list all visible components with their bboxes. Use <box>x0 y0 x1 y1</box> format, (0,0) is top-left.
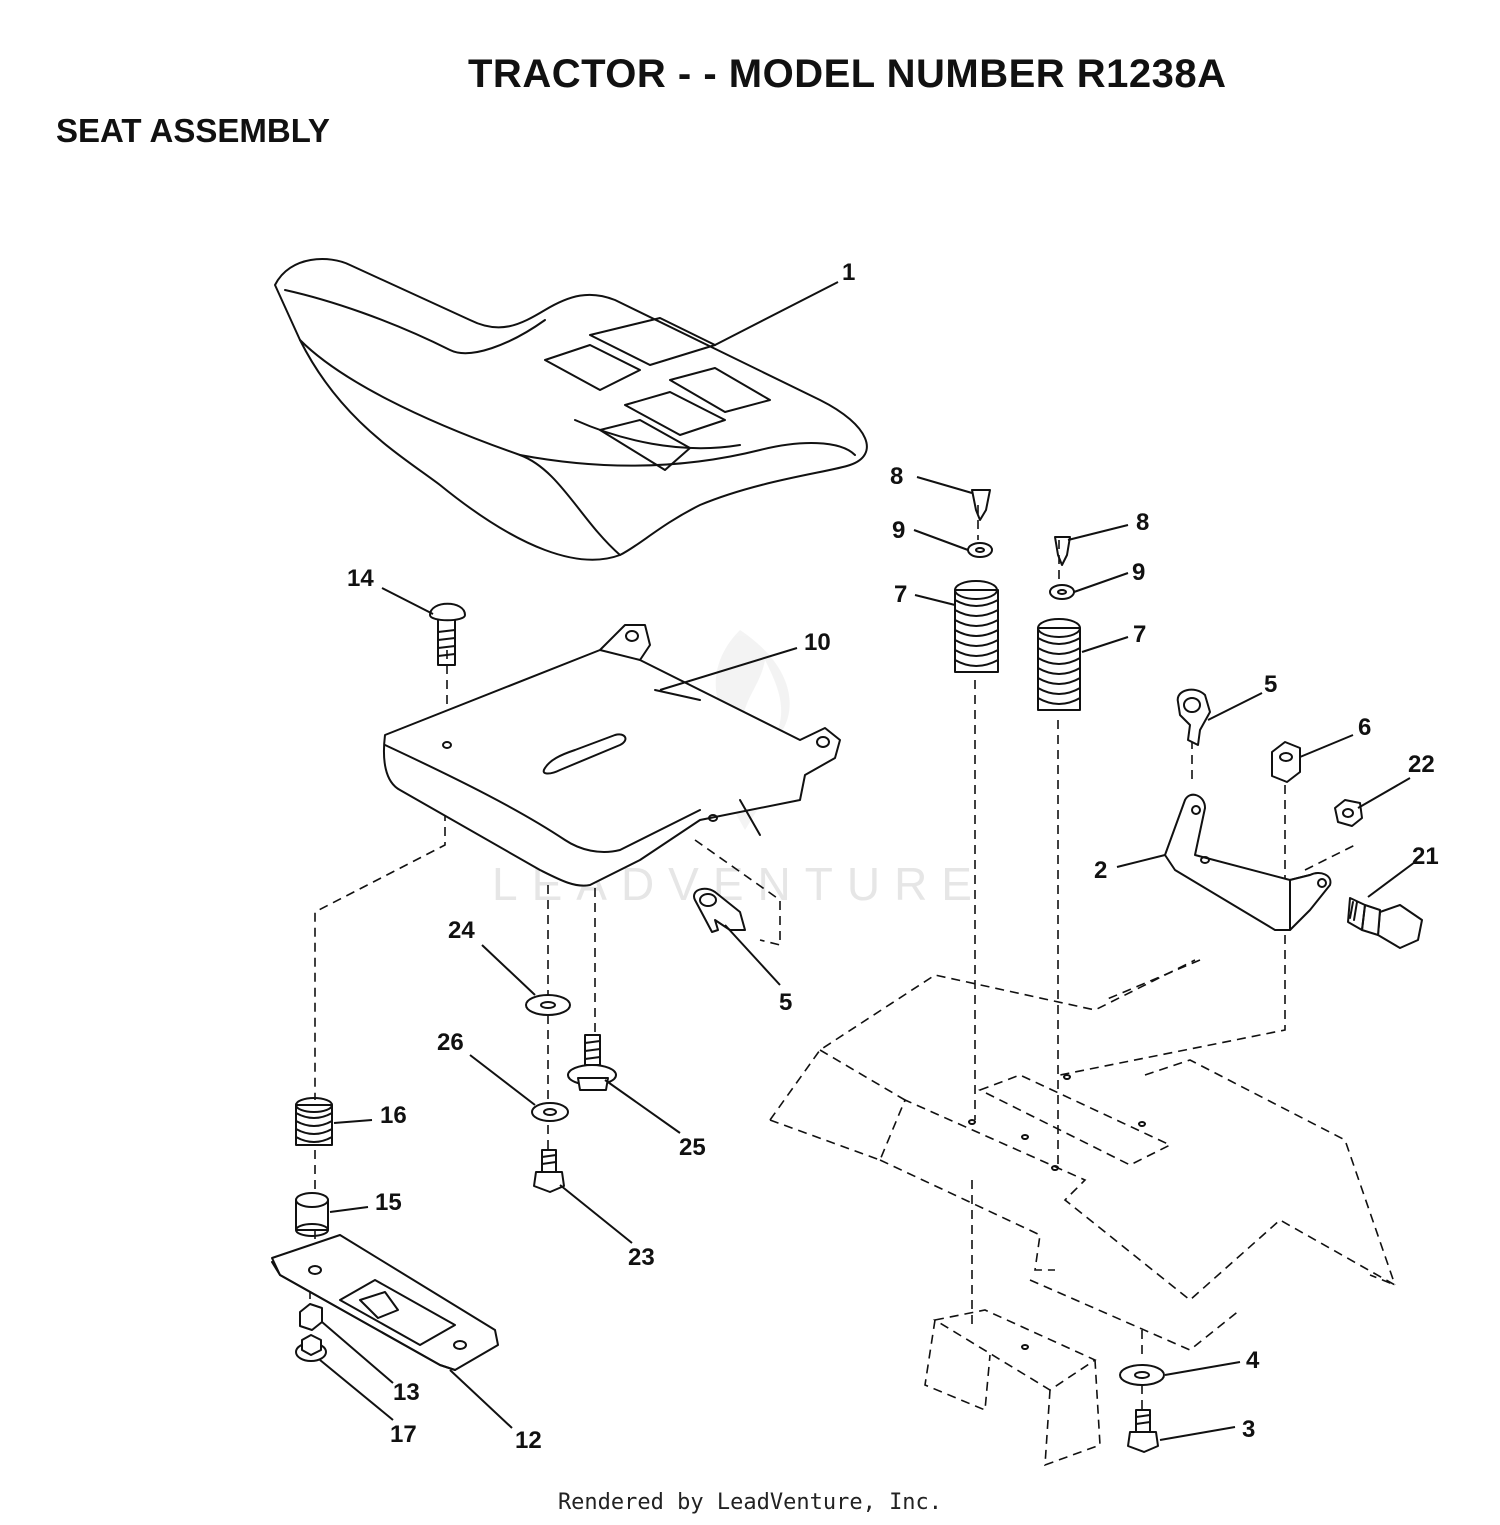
nut-6[interactable] <box>1271 741 1301 783</box>
spring-16[interactable] <box>295 1097 333 1146</box>
callout-10: 10 <box>804 629 831 656</box>
callout-7-left: 7 <box>894 581 907 608</box>
callout-2: 2 <box>1094 857 1107 884</box>
callout-12: 12 <box>515 1427 542 1454</box>
flange-bolt-25[interactable] <box>567 1034 617 1091</box>
washer-9-left[interactable] <box>967 542 993 558</box>
callout-13: 13 <box>393 1379 420 1406</box>
callout-9-right: 9 <box>1132 559 1145 586</box>
alignment-lines <box>309 505 1356 1410</box>
callout-1: 1 <box>842 259 855 286</box>
callout-3: 3 <box>1242 1416 1255 1443</box>
callout-26: 26 <box>437 1029 464 1056</box>
callout-5-upper: 5 <box>1264 671 1277 698</box>
callout-7-right: 7 <box>1133 621 1146 648</box>
nut-22[interactable] <box>1334 799 1363 827</box>
washer-24[interactable] <box>525 994 571 1016</box>
callout-14: 14 <box>347 565 374 592</box>
callout-9-left: 9 <box>892 517 905 544</box>
callout-22: 22 <box>1408 751 1435 778</box>
wire-clip-upper[interactable] <box>1176 688 1211 746</box>
shoulder-bolt[interactable] <box>1347 897 1423 949</box>
bolt-8-right[interactable] <box>1054 536 1071 566</box>
spring-7-right[interactable] <box>1037 618 1081 711</box>
spring-7-left[interactable] <box>954 580 999 673</box>
page-title: TRACTOR - - MODEL NUMBER R1238A <box>468 52 1227 96</box>
footer-credit: Rendered by LeadVenture, Inc. <box>557 1490 943 1515</box>
callout-15: 15 <box>375 1189 402 1216</box>
nut-13[interactable] <box>299 1303 323 1331</box>
callout-8-right: 8 <box>1136 509 1149 536</box>
hex-bolt-23[interactable] <box>533 1149 565 1193</box>
section-title: SEAT ASSEMBLY <box>56 112 330 149</box>
hex-bolt-3[interactable] <box>1127 1409 1159 1453</box>
spacer-15[interactable] <box>295 1192 329 1237</box>
washer-4[interactable] <box>1119 1364 1165 1386</box>
carriage-bolt[interactable] <box>429 602 466 666</box>
callout-labels: 1 2 3 4 5 5 6 7 7 8 8 9 9 10 12 13 14 15… <box>347 259 1439 1454</box>
seat-pan[interactable] <box>382 624 841 887</box>
leader-lines <box>319 281 1416 1441</box>
callout-25: 25 <box>679 1134 706 1161</box>
callout-24: 24 <box>448 917 475 944</box>
flange-nut-17[interactable] <box>295 1334 327 1362</box>
callout-23: 23 <box>628 1244 655 1271</box>
callout-16: 16 <box>380 1102 407 1129</box>
callout-8-left: 8 <box>890 463 903 490</box>
mounting-plate[interactable] <box>271 1234 499 1371</box>
callout-6: 6 <box>1358 714 1371 741</box>
lock-washer-26[interactable] <box>531 1102 569 1122</box>
wire-clip-lower[interactable] <box>693 887 746 933</box>
callout-4: 4 <box>1246 1347 1260 1374</box>
callout-17: 17 <box>390 1421 417 1448</box>
seat-bracket[interactable] <box>1164 793 1332 931</box>
callout-21: 21 <box>1412 843 1439 870</box>
seat[interactable] <box>274 258 868 561</box>
chassis-outline <box>769 959 1396 1467</box>
callout-5-lower: 5 <box>779 989 792 1016</box>
bolt-8-left[interactable] <box>971 489 991 521</box>
washer-9-right[interactable] <box>1049 584 1075 600</box>
